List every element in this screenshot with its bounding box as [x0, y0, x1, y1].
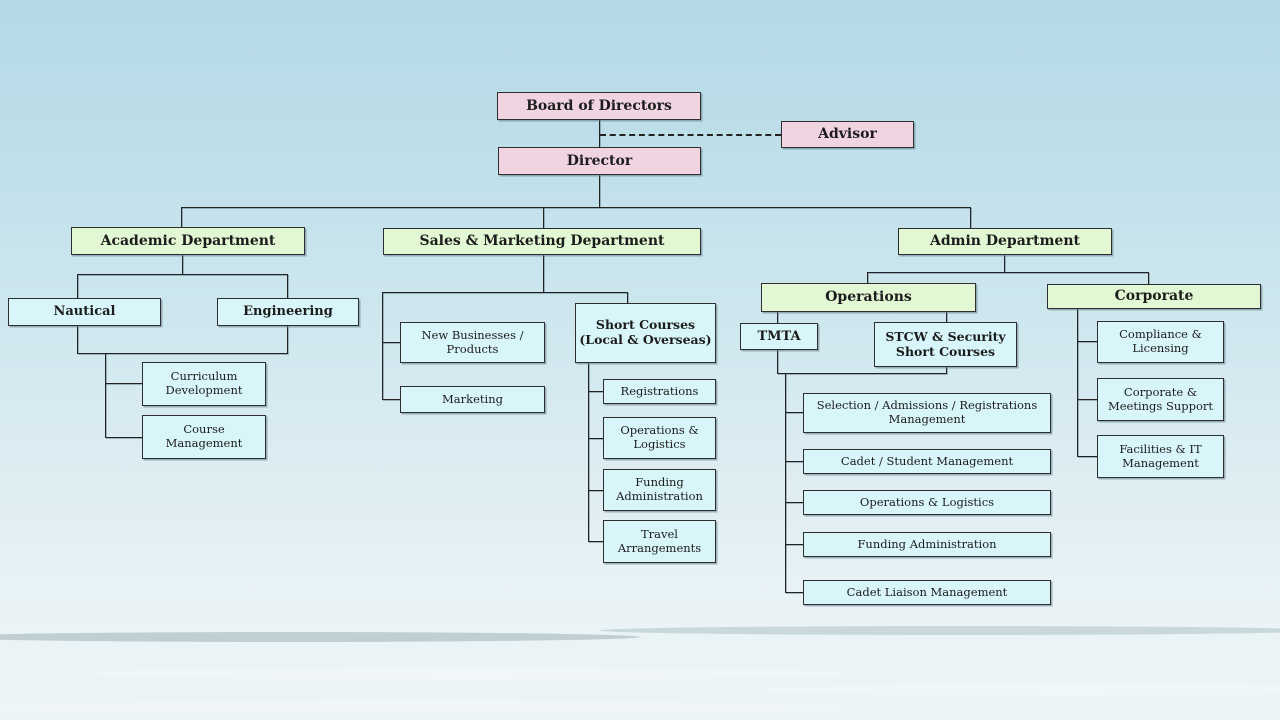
connector — [588, 541, 603, 542]
connector — [77, 274, 288, 275]
connector — [77, 353, 288, 354]
node-travel-arrangements: Travel Arrangements — [603, 520, 716, 563]
connector — [77, 326, 78, 353]
node-course-management: Course Management — [142, 415, 266, 459]
node-selection-admissions-registrations: Selection / Admissions / Registrations M… — [803, 393, 1051, 433]
connector — [777, 312, 778, 323]
connector — [382, 399, 400, 400]
node-cadet-student-management: Cadet / Student Management — [803, 449, 1051, 474]
node-sales-marketing-department: Sales & Marketing Department — [383, 228, 701, 255]
connector — [785, 373, 786, 592]
connector — [382, 342, 400, 343]
node-registrations: Registrations — [603, 379, 716, 404]
connector — [785, 412, 803, 413]
node-sc-funding-administration: Funding Administration — [603, 469, 716, 511]
sea-streak — [760, 684, 1280, 696]
connector — [1077, 309, 1078, 456]
node-funding-administration: Funding Administration — [803, 532, 1051, 557]
connector — [867, 272, 868, 283]
connector — [287, 274, 288, 298]
connector — [543, 255, 544, 292]
connector — [1077, 341, 1097, 342]
connector — [785, 592, 803, 593]
connector — [1077, 456, 1097, 457]
connector — [105, 353, 106, 437]
connector — [1077, 399, 1097, 400]
node-operations-logistics: Operations & Logistics — [803, 490, 1051, 515]
node-curriculum-development: Curriculum Development — [142, 362, 266, 406]
connector — [105, 383, 142, 384]
connector — [777, 373, 947, 374]
connector — [588, 391, 603, 392]
node-advisor: Advisor — [781, 121, 914, 148]
node-cadet-liaison-management: Cadet Liaison Management — [803, 580, 1051, 605]
connector — [382, 292, 383, 399]
sea-streak — [600, 626, 1280, 635]
connector — [599, 119, 600, 147]
connector — [785, 461, 803, 462]
node-corporate: Corporate — [1047, 284, 1261, 309]
connector — [181, 207, 182, 227]
node-short-courses: Short Courses (Local & Overseas) — [575, 303, 716, 363]
connector — [382, 292, 628, 293]
connector — [1148, 272, 1149, 284]
node-stcw-security-short-courses: STCW & Security Short Courses — [874, 322, 1017, 367]
connector — [970, 207, 971, 228]
node-academic-department: Academic Department — [71, 227, 305, 255]
node-compliance-licensing: Compliance & Licensing — [1097, 321, 1224, 363]
connector — [627, 292, 628, 303]
connector — [588, 363, 589, 541]
sea-streak — [0, 632, 640, 642]
sea-streak — [0, 700, 860, 714]
connector — [287, 326, 288, 353]
node-facilities-it-management: Facilities & IT Management — [1097, 435, 1224, 478]
node-admin-department: Admin Department — [898, 228, 1112, 255]
node-corporate-meetings-support: Corporate & Meetings Support — [1097, 378, 1224, 421]
connector — [181, 207, 971, 208]
connector — [588, 490, 603, 491]
node-director: Director — [498, 147, 701, 175]
connector — [777, 350, 778, 373]
connector — [1004, 255, 1005, 272]
node-operations: Operations — [761, 283, 976, 312]
connector — [105, 437, 142, 438]
connector — [543, 207, 544, 228]
advisor-dashed-connector — [600, 134, 781, 136]
connector — [588, 438, 603, 439]
connector — [946, 367, 947, 373]
node-marketing: Marketing — [400, 386, 545, 413]
node-tmta: TMTA — [740, 323, 818, 350]
node-sc-operations-logistics: Operations & Logistics — [603, 417, 716, 459]
node-nautical: Nautical — [8, 298, 161, 326]
connector — [77, 274, 78, 298]
connector — [182, 255, 183, 274]
connector — [867, 272, 1149, 273]
node-new-businesses-products: New Businesses / Products — [400, 322, 545, 363]
node-board-of-directors: Board of Directors — [497, 92, 701, 120]
connector — [599, 174, 600, 207]
connector — [785, 544, 803, 545]
node-engineering: Engineering — [217, 298, 359, 326]
connector — [785, 502, 803, 503]
sea-streak — [90, 668, 850, 680]
connector — [946, 312, 947, 322]
